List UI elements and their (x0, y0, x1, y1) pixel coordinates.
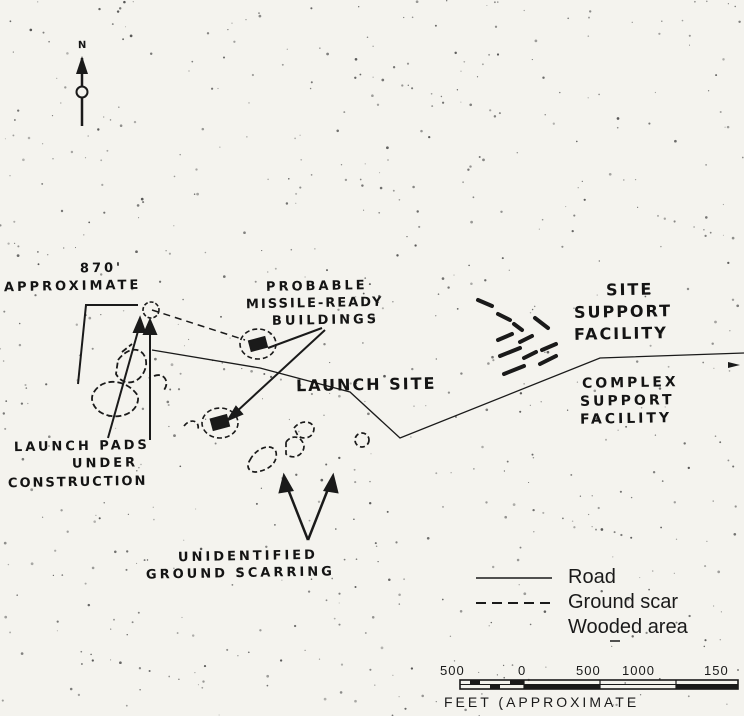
ground-scar-shapes (183, 420, 370, 473)
complex-support-label-line3: FACILITY (579, 410, 673, 428)
launch-pads-label-line1: LAUNCH PADS (13, 437, 150, 456)
legend-road-label: Road (568, 566, 616, 588)
scale-bar (459, 679, 739, 690)
probable-label-line1: PROBABLE (265, 278, 368, 295)
site-support-dashes (476, 298, 558, 376)
north-arrow-icon (75, 56, 89, 126)
scale-tick-label: 500 (440, 663, 465, 678)
launch-pad-scars (91, 343, 168, 418)
building-pointers (225, 327, 326, 423)
site-support-label-line1: SITE (605, 279, 654, 300)
site-support-label-line2: SUPPORT (573, 301, 673, 322)
distance-bracket (77, 304, 138, 385)
launch-pads-label-line2: UNDER (71, 455, 139, 472)
missile-ready-building (201, 407, 239, 439)
scale-tick-label: 500 (576, 663, 601, 678)
distance-label: 870' (79, 260, 124, 277)
scale-tick-label: 150 (704, 663, 729, 678)
scale-unit-label: FEET (APPROXIMATE (444, 694, 640, 710)
launch-pads-label-line3: CONSTRUCTION (7, 473, 148, 492)
complex-support-label-line1: COMPLEX (581, 374, 679, 392)
launch-pad-marker (142, 301, 160, 319)
complex-support-label-line2: SUPPORT (579, 392, 675, 410)
approximate-label: APPROXIMATE (3, 277, 142, 296)
probable-label-line2: MISSILE-READY (245, 294, 384, 313)
launch-site-label: LAUNCH SITE (295, 373, 437, 396)
missile-ready-building (239, 328, 277, 360)
scale-tick-label: 1000 (622, 663, 655, 678)
ground-scar-line (151, 309, 246, 341)
site-support-label-line3: FACILITY (573, 323, 668, 344)
north-label: N (77, 39, 87, 52)
probable-label-line3: BUILDINGS (271, 312, 380, 329)
scarring-label-line1: UNIDENTIFIED (177, 547, 319, 566)
road-arrow-icon (728, 362, 740, 368)
legend-wooded-area-label: Wooded area (568, 616, 688, 638)
road-line (151, 349, 744, 439)
scale-tick-label: 0 (518, 663, 527, 678)
legend-ground-scar-label: Ground scar (568, 591, 679, 613)
ground-scarring-arrows (278, 472, 339, 541)
launch-pad-arrows (107, 315, 158, 440)
